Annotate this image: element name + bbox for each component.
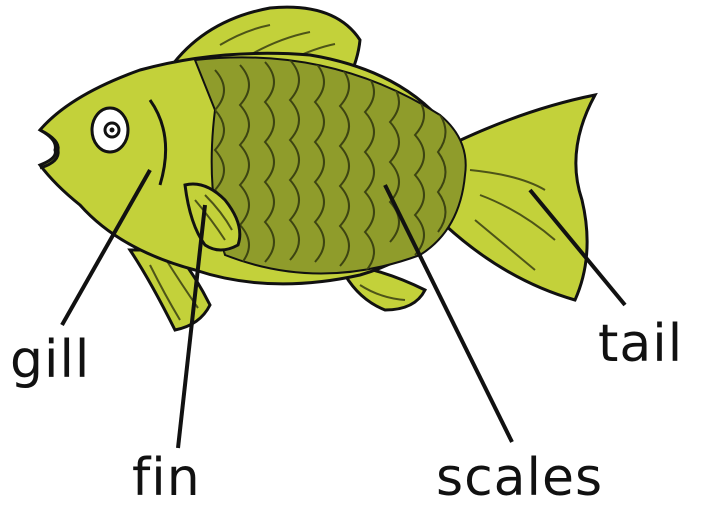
label-fin: fin bbox=[132, 452, 201, 504]
label-tail: tail bbox=[598, 318, 683, 370]
label-scales: scales bbox=[436, 452, 603, 504]
tail-fin bbox=[440, 95, 595, 300]
label-gill: gill bbox=[10, 334, 90, 386]
